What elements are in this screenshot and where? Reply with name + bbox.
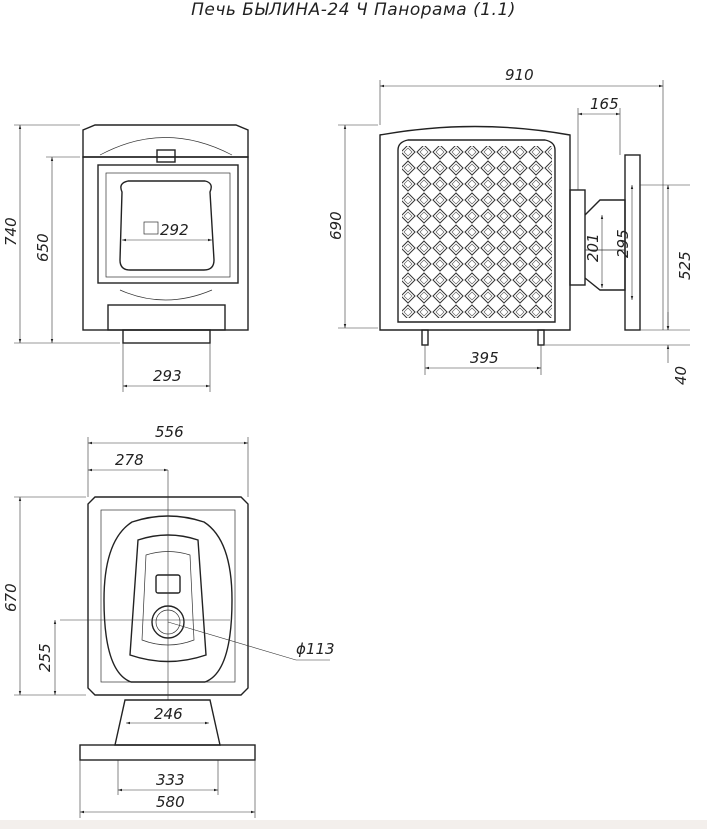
dim-556: 556	[155, 423, 184, 441]
side-view: 910 165 690 295 201 525 40 395	[327, 66, 694, 385]
dim-278: 278	[115, 451, 144, 469]
dim-910: 910	[505, 66, 534, 84]
dim-201: 201	[584, 233, 602, 262]
dim-650: 650	[34, 233, 52, 262]
dim-525: 525	[676, 251, 694, 280]
dim-690: 690	[327, 211, 345, 240]
dim-40: 40	[672, 366, 690, 385]
dim-255: 255	[36, 643, 54, 672]
dim-295: 295	[614, 229, 632, 258]
dim-293: 293	[153, 367, 182, 385]
dim-292: 292	[160, 221, 189, 239]
drawing-title: Печь БЫЛИНА-24 Ч Панорама (1.1)	[191, 0, 516, 20]
dim-phi-113: ϕ113	[296, 640, 335, 658]
dim-246: 246	[154, 705, 183, 723]
dim-670: 670	[2, 583, 20, 612]
dim-333: 333	[156, 771, 185, 789]
dim-740: 740	[2, 217, 20, 246]
footer-strip	[0, 820, 707, 829]
dim-395: 395	[470, 349, 499, 367]
dim-165: 165	[590, 95, 619, 113]
top-view: 556 278 670 255 ϕ113 246 333 580	[2, 423, 335, 818]
dim-580: 580	[156, 793, 185, 811]
front-view: 740 650 292 293	[2, 124, 249, 392]
